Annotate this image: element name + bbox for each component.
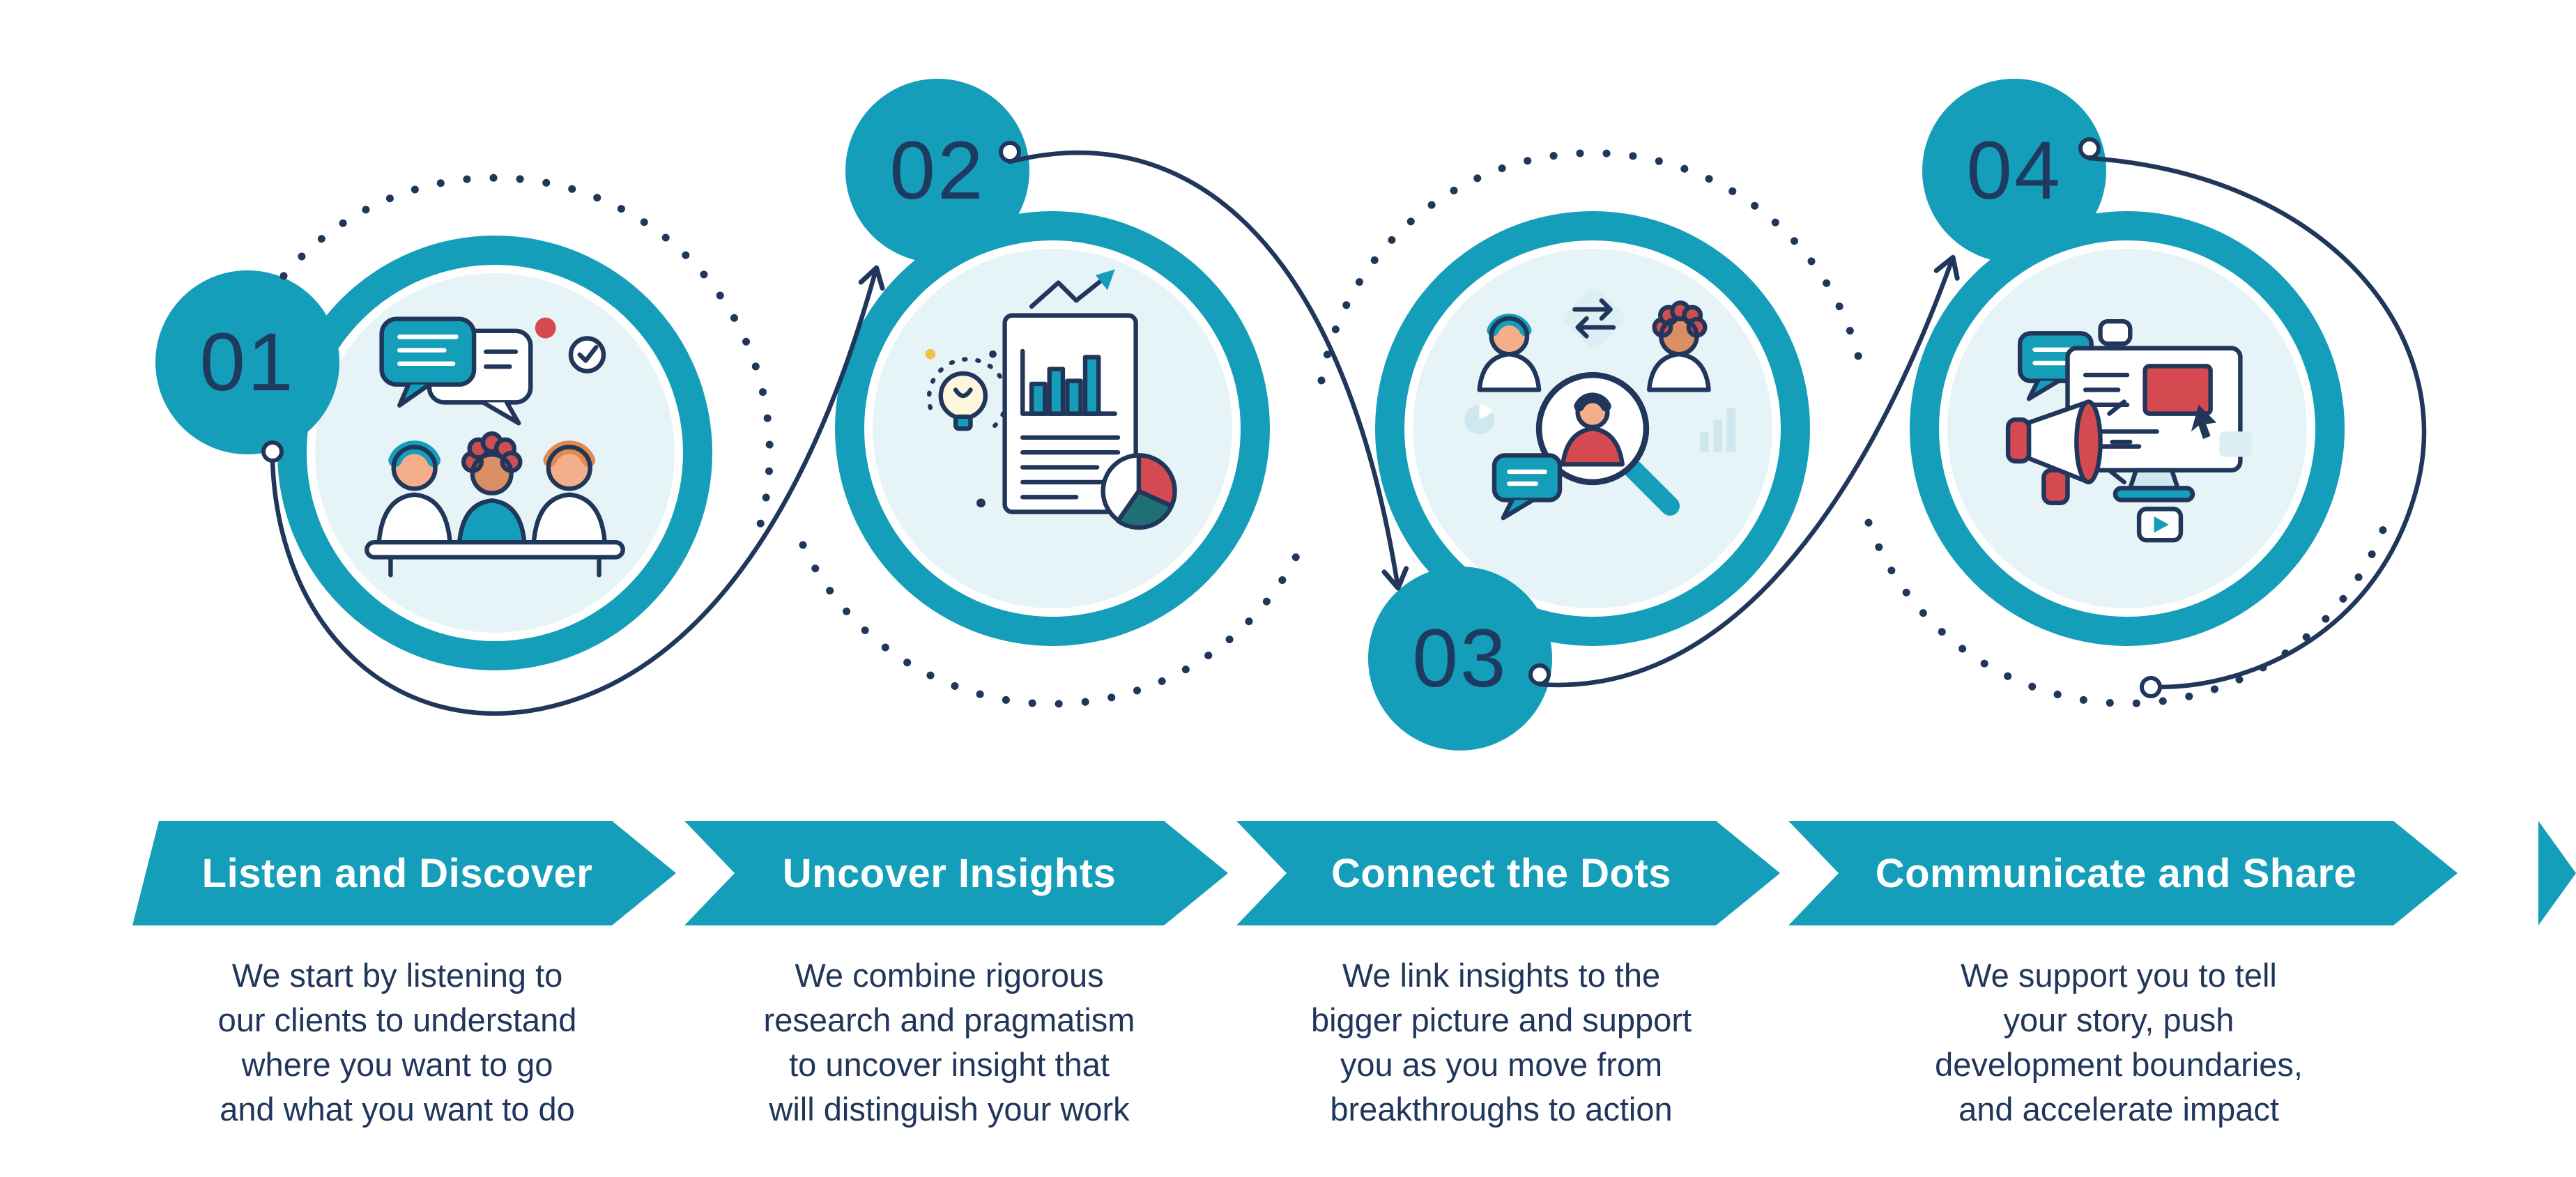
people-magnifier-icon [1464,288,1736,521]
step-2-banner: Uncover Insights [684,821,1228,925]
megaphone-monitor-icon [2005,318,2253,543]
step-2-circle [835,211,1270,646]
step-2-description: We combine rigorous research and pragmat… [763,957,1135,1128]
step-4-title: Communicate and Share [1875,850,2357,896]
step-3-title: Connect the Dots [1331,850,1672,896]
document-chart-icon [925,269,1177,530]
step-1-description: We start by listening to our clients to … [217,957,577,1128]
banner-edge-fragment [2538,821,2576,925]
step-2-title: Uncover Insights [782,850,1117,896]
step-4-circle [1910,211,2345,646]
step-1-banner: Listen and Discover [132,821,676,925]
step-1-title: Listen and Discover [201,850,593,896]
step-2-number: 02 [889,125,986,217]
step-3-circle-inner [1404,240,1781,617]
conversation-icon [365,316,625,578]
step-1-number-badge: 01 [155,270,339,454]
step-1-number: 01 [199,316,296,408]
step-4-description: We support you to tell your story, push … [1935,957,2303,1128]
connector-node-end [2140,676,2162,698]
step-3-banner: Connect the Dots [1236,821,1780,925]
step-4-circle-inner [1939,240,2315,617]
step-4-number: 04 [1966,125,2062,217]
step-2-number-badge: 02 [845,79,1029,263]
step-1-circle [277,236,712,670]
step-3-number: 03 [1412,613,1508,705]
step-3-number-badge: 03 [1368,567,1552,751]
step-2-circle-inner [864,240,1241,617]
step-3-description: We link insights to the bigger picture a… [1310,957,1692,1128]
step-4-number-badge: 04 [1922,79,2106,263]
step-4-illustration-disc [1947,249,2307,608]
step-4-banner: Communicate and Share [1788,821,2458,925]
step-3-illustration-disc [1413,249,1772,608]
step-1-illustration-disc [315,273,675,633]
step-2-illustration-disc [873,249,1232,608]
step-1-circle-inner [307,265,683,641]
